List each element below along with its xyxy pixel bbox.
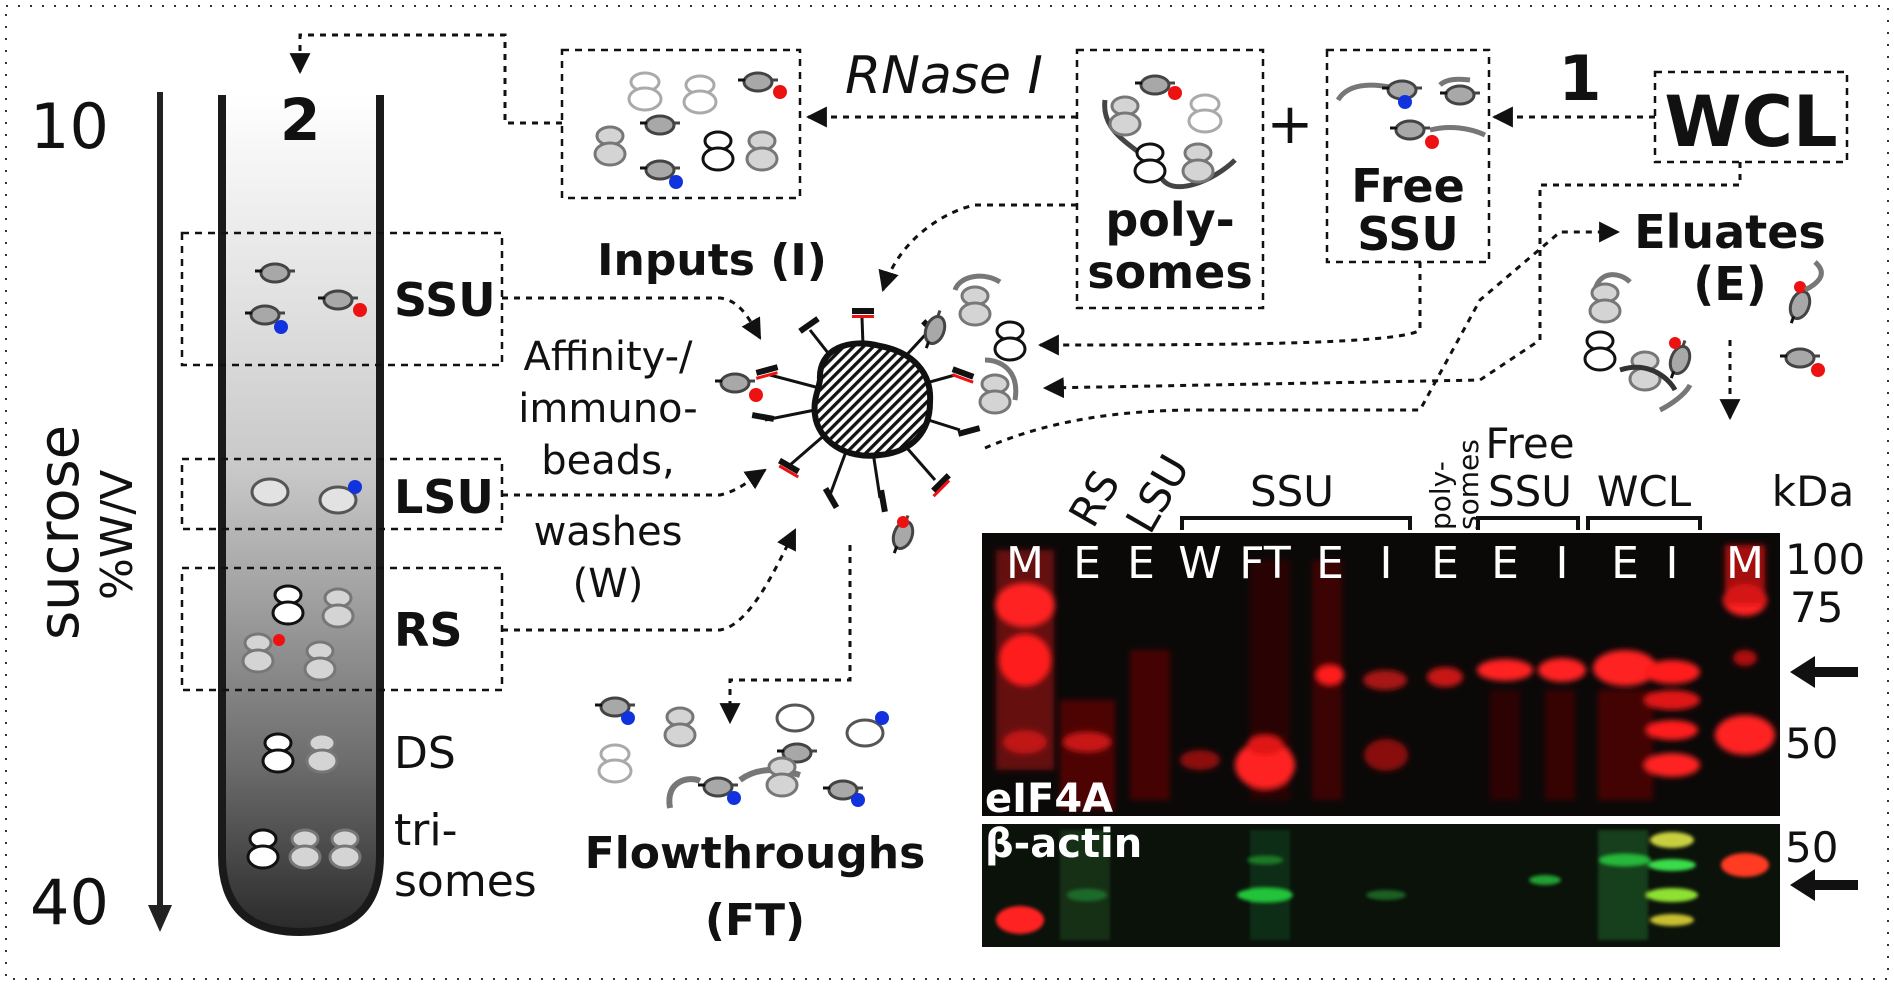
blot-group-polysomes-2: somes xyxy=(1452,439,1485,530)
free-ssu-label-2: SSU xyxy=(1357,207,1459,261)
rnase-label: RNase I xyxy=(845,46,1043,106)
gradient-top-label: 10 xyxy=(30,90,109,163)
fraction-label-lsu: LSU xyxy=(394,470,494,524)
flowthroughs-label-2: (FT) xyxy=(705,895,805,946)
polysomes-label-1: poly- xyxy=(1105,193,1234,247)
lane-label-13: M xyxy=(1726,538,1764,589)
tube-outline xyxy=(218,95,384,937)
gradient-arrowhead xyxy=(148,905,172,932)
fraction-label-rs: RS xyxy=(394,603,463,657)
polysome-particles xyxy=(1102,74,1237,190)
free-ssu-box xyxy=(1325,48,1491,264)
immunobead xyxy=(713,273,1027,559)
blot-group-ssu: SSU xyxy=(1250,467,1334,516)
beta-actin-panel-label: β-actin xyxy=(985,821,1142,867)
free-ssu-label-1: Free xyxy=(1351,159,1465,213)
lane-label-4: W xyxy=(1178,538,1222,589)
eif4a-panel-label: eIF4A xyxy=(985,776,1113,822)
gradient-bottom-label: 40 xyxy=(30,866,109,939)
fraction-labels: SSU LSU RS DS tri- somes xyxy=(394,273,537,907)
flowthrough-particles xyxy=(593,696,889,809)
lane-label-7: I xyxy=(1380,538,1393,589)
lane-label-1: M xyxy=(1006,538,1044,589)
sucrose-axis-unit: %W/V xyxy=(92,470,143,600)
blot-group-polysomes-1: poly- xyxy=(1424,461,1457,530)
mw-marker-50-bottom: 50 xyxy=(1785,823,1838,872)
lane-label-11: E xyxy=(1611,538,1639,589)
lane-label-9: E xyxy=(1491,538,1519,589)
blot-group-wcl: WCL xyxy=(1597,467,1692,516)
sucrose-axis-title: sucrose xyxy=(27,425,92,640)
beads-label-line3: beads, xyxy=(541,438,674,484)
flowthroughs-label-1: Flowthroughs xyxy=(585,828,926,879)
western-blot: RS LSU SSU poly- somes Free SSU WCL kDa xyxy=(982,419,1865,947)
mw-marker-75: 75 xyxy=(1790,583,1843,632)
inputs-label: Inputs (I) xyxy=(597,235,827,286)
step-1-label: 1 xyxy=(1558,42,1601,115)
lane-label-5: FT xyxy=(1239,538,1291,589)
blot-group-rs: RS xyxy=(1059,462,1129,535)
lane-label-10: I xyxy=(1556,538,1569,589)
blot-kda-label: kDa xyxy=(1772,467,1854,516)
mw-marker-100: 100 xyxy=(1785,535,1865,584)
lane-label-6: E xyxy=(1316,538,1344,589)
lane-label-3: E xyxy=(1127,538,1155,589)
rnase-product-particles xyxy=(593,71,787,189)
beads-label: Affinity-/ immuno- beads, washes (W) xyxy=(518,334,697,607)
beads-label-line1: Affinity-/ xyxy=(523,334,693,380)
mw-marker-50-top: 50 xyxy=(1785,719,1838,768)
fraction-label-tri: tri- xyxy=(394,805,457,856)
polysomes-box xyxy=(1075,48,1265,310)
fraction-label-ssu: SSU xyxy=(394,273,496,327)
blot-group-freessu-1: Free xyxy=(1485,419,1574,468)
wcl-label: WCL xyxy=(1664,81,1837,163)
polysomes-label-2: somes xyxy=(1087,245,1253,299)
actin-band-arrow xyxy=(1790,869,1858,901)
process-arrows xyxy=(289,33,1742,725)
beads-label-line4: washes xyxy=(534,509,683,555)
wcl-bracket xyxy=(1586,516,1702,530)
step-2-label: 2 xyxy=(280,86,320,154)
wcl-box xyxy=(1653,70,1849,164)
lane-label-8: E xyxy=(1431,538,1459,589)
lane-label-2: E xyxy=(1073,538,1101,589)
eif4a-band-arrow xyxy=(1790,656,1858,688)
beads-label-line2: immuno- xyxy=(518,386,697,432)
ssu-bracket xyxy=(1180,516,1412,530)
lane-label-12: I xyxy=(1666,538,1679,589)
blot-lane-labels: M E E W FT E I E E I E I M xyxy=(1006,538,1764,589)
gradient-axis: 10 40 sucrose %W/V xyxy=(27,90,172,939)
tube-particles xyxy=(241,262,367,870)
free-ssu-particles xyxy=(1335,76,1487,149)
eif4a-bands xyxy=(995,545,1775,810)
fraction-label-ds: DS xyxy=(394,728,456,779)
plus-sign: + xyxy=(1267,92,1314,157)
blot-group-freessu-2: SSU xyxy=(1488,467,1572,516)
beads-label-line5: (W) xyxy=(573,561,644,607)
beta-actin-bands xyxy=(996,830,1769,940)
fraction-label-somes: somes xyxy=(394,856,537,907)
blot-group-lsu: LSU xyxy=(1116,447,1199,541)
ssu-fraction-box xyxy=(180,231,504,367)
eluates-label-2: (E) xyxy=(1693,257,1766,311)
eluates-label-1: Eluates xyxy=(1634,205,1826,259)
band-arrows xyxy=(1790,656,1858,901)
freessu-bracket xyxy=(1476,516,1580,530)
eluate-particles xyxy=(1583,260,1825,413)
centrifuge-tube: 2 xyxy=(218,86,384,937)
rnase-product-box xyxy=(560,48,802,200)
